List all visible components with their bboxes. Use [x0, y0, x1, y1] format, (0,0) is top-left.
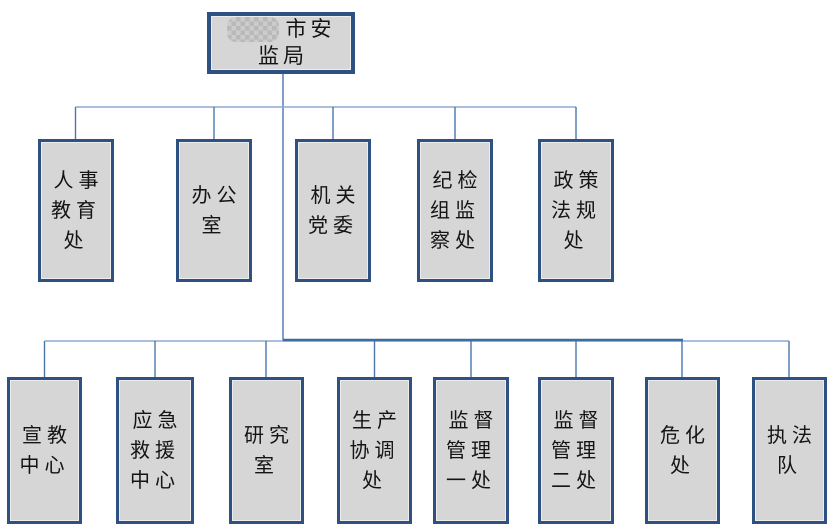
org-box-label: 监督 管理 二处	[551, 409, 604, 492]
org-box-law-enforcement-team: 执法 队	[752, 377, 827, 524]
org-box-supervision-management-division-2: 监督 管理 二处	[538, 377, 614, 524]
org-box-supervision-management-division-1: 监督 管理 一处	[433, 377, 509, 524]
root-label-line2-text: 监局	[258, 44, 308, 68]
root-label-line1: 市安	[226, 16, 336, 43]
org-box-label: 政策 法规 处	[551, 169, 604, 252]
root-label-line2: 监局	[254, 43, 308, 70]
org-box-label: 纪检 组监 察处	[430, 169, 483, 252]
root-label-line1-text: 市安	[285, 17, 336, 41]
org-box-label: 生产 协调 处	[349, 409, 402, 492]
org-box-general-office: 办公 室	[176, 139, 252, 282]
org-box-label: 应急 救援 中心	[130, 409, 183, 492]
org-box-personnel-education-division: 人事 教育 处	[38, 139, 114, 282]
org-box-label: 人事 教育 处	[51, 169, 104, 252]
org-box-party-committee: 机关 党委	[295, 139, 371, 282]
org-box-hazardous-chemicals-division: 危化 处	[645, 377, 720, 524]
org-box-emergency-rescue-center: 应急 救援 中心	[116, 377, 194, 524]
org-box-label: 危化 处	[660, 424, 710, 477]
org-box-city-safety-supervision-bureau: 市安 监局	[207, 12, 355, 74]
org-box-discipline-inspection-supervision-division: 纪检 组监 察处	[417, 139, 493, 282]
org-box-label: 执法 队	[767, 424, 817, 477]
redacted-city-name-blur	[226, 17, 279, 42]
org-box-label: 宣教 中心	[19, 424, 72, 477]
org-box-policy-regulation-division: 政策 法规 处	[538, 139, 614, 282]
org-box-label: 研究 室	[244, 424, 294, 477]
org-box-label: 办公 室	[191, 184, 242, 237]
org-box-research-office: 研究 室	[229, 377, 304, 524]
org-box-production-coordination-division: 生产 协调 处	[337, 377, 412, 524]
org-box-publicity-education-center: 宣教 中心	[7, 377, 82, 524]
org-box-label: 监督 管理 一处	[446, 409, 499, 492]
org-box-label: 机关 党委	[308, 184, 361, 237]
